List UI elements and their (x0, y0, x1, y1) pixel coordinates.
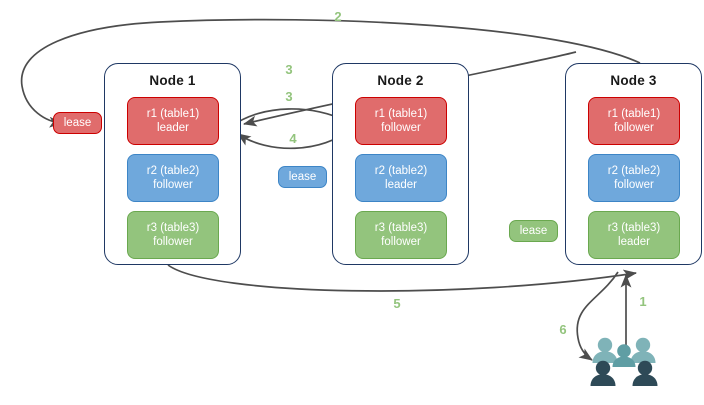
step-label-4: 4 (289, 131, 297, 146)
replica-id: r3 (table3) (374, 222, 428, 234)
node-3-replica-r1[interactable]: r1 (table1) follower (588, 97, 680, 145)
node-2-replica-r3[interactable]: r3 (table3) follower (355, 211, 447, 259)
replica-id: r2 (table2) (146, 165, 200, 177)
arrow-step-5 (167, 264, 638, 292)
node-3-replica-r2[interactable]: r2 (table2) follower (588, 154, 680, 202)
node-1-box[interactable]: Node 1 r1 (table1) leader r2 (table2) fo… (104, 63, 241, 265)
node-3-replica-r3[interactable]: r3 (table3) leader (588, 211, 680, 259)
replica-role: follower (614, 179, 654, 191)
lease-label: lease (63, 117, 92, 129)
replica-role: follower (614, 122, 654, 134)
step-label-3b: 3 (285, 89, 293, 104)
replica-id: r1 (table1) (374, 108, 428, 120)
step-label-5: 5 (393, 296, 401, 311)
replica-id: r2 (table2) (607, 165, 661, 177)
replica-id: r1 (table1) (607, 108, 661, 120)
users-icon (590, 337, 658, 386)
replica-id: r3 (table3) (146, 222, 200, 234)
node-3-box[interactable]: Node 3 r1 (table1) follower r2 (table2) … (565, 63, 702, 265)
replica-role: follower (381, 236, 421, 248)
replica-id: r3 (table3) (607, 222, 661, 234)
lease-label: lease (519, 225, 548, 237)
step-label-6: 6 (559, 322, 567, 337)
replica-id: r1 (table1) (146, 108, 200, 120)
replica-role: follower (381, 122, 421, 134)
node-1-title: Node 1 (149, 73, 196, 88)
node-2-title: Node 2 (377, 73, 424, 88)
lease-table3-box[interactable]: lease (509, 220, 558, 242)
arrow-step-3-to-node2 (231, 108, 349, 127)
node-2-box[interactable]: Node 2 r1 (table1) follower r2 (table2) … (332, 63, 469, 265)
lease-table2-box[interactable]: lease (278, 166, 327, 188)
replica-role: leader (618, 236, 650, 248)
node-1-replica-r3[interactable]: r3 (table3) follower (127, 211, 219, 259)
replica-role: follower (153, 179, 193, 191)
node-3-title: Node 3 (610, 73, 657, 88)
replica-id: r2 (table2) (374, 165, 428, 177)
replica-role: leader (157, 122, 189, 134)
node-2-replica-r1[interactable]: r1 (table1) follower (355, 97, 447, 145)
step-label-2: 2 (334, 9, 342, 24)
node-1-replica-r2[interactable]: r2 (table2) follower (127, 154, 219, 202)
lease-table1-box[interactable]: lease (53, 112, 102, 134)
step-label-1: 1 (639, 294, 647, 309)
step-label-3a: 3 (285, 62, 293, 77)
lease-label: lease (288, 171, 317, 183)
replica-role: leader (385, 179, 417, 191)
node-1-replica-r1[interactable]: r1 (table1) leader (127, 97, 219, 145)
node-2-replica-r2[interactable]: r2 (table2) leader (355, 154, 447, 202)
replica-role: follower (153, 236, 193, 248)
